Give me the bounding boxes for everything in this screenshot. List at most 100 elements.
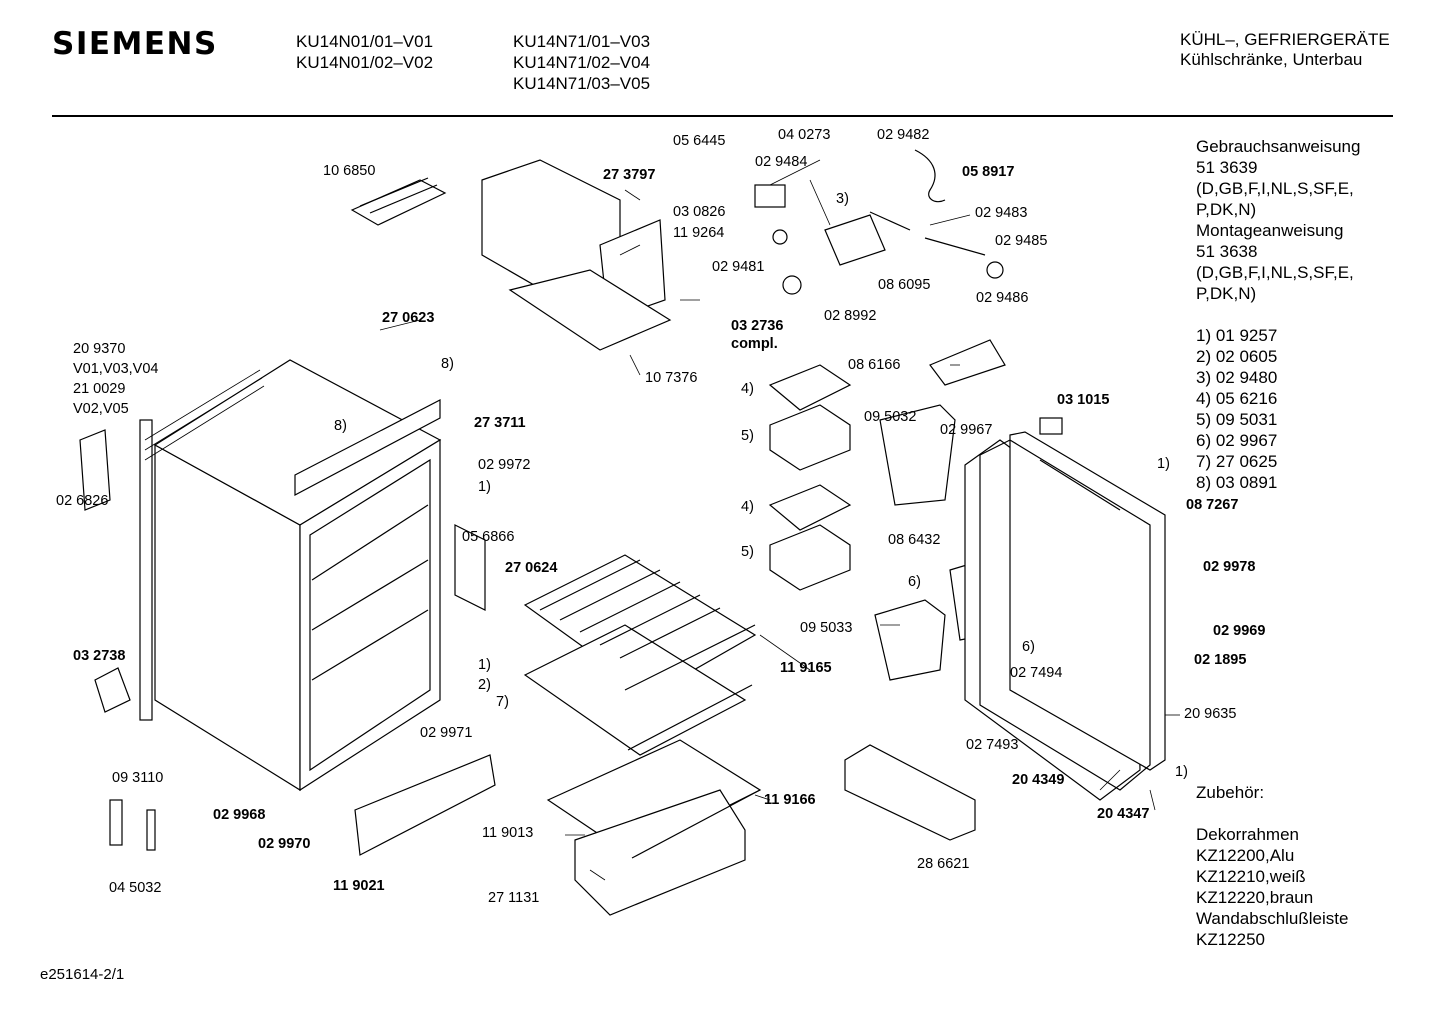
part-label: 04 0273 bbox=[778, 127, 831, 143]
part-label: 02 9486 bbox=[976, 290, 1029, 306]
doc-line: 51 3638 bbox=[1196, 242, 1258, 261]
part-label: 6) bbox=[1022, 639, 1035, 655]
brand-logo: SIEMENS bbox=[52, 26, 218, 62]
part-label: 02 9972 bbox=[478, 457, 531, 473]
doc-line: 51 3639 bbox=[1196, 158, 1258, 177]
part-label: 02 9978 bbox=[1203, 559, 1256, 575]
part-label: 05 8917 bbox=[962, 164, 1015, 180]
door-drawing bbox=[964, 431, 1166, 801]
model-number: KU14N71/03–V05 bbox=[513, 74, 651, 93]
part-label: 09 5033 bbox=[800, 620, 853, 636]
footnote: 3) 02 9480 bbox=[1196, 368, 1278, 387]
part-label: 03 2736 bbox=[731, 318, 784, 334]
part-label: 11 9021 bbox=[333, 878, 385, 894]
thermostat-drawing bbox=[754, 149, 1004, 295]
part-label: 27 0624 bbox=[505, 560, 558, 576]
doc-line: Gebrauchsanweisung bbox=[1196, 137, 1361, 156]
footnote: 6) 02 9967 bbox=[1196, 431, 1278, 450]
model-list-right: KU14N71/01–V03 KU14N71/02–V04 KU14N71/03… bbox=[513, 31, 650, 94]
accessory-line: Zubehör: bbox=[1196, 783, 1265, 802]
part-label: 03 2738 bbox=[73, 648, 126, 664]
part-label: 1) bbox=[478, 657, 491, 673]
part-label: 02 6826 bbox=[56, 493, 109, 509]
part-label: 02 9485 bbox=[995, 233, 1048, 249]
accessory-line bbox=[1196, 803, 1348, 824]
doc-line: P,DK,N) bbox=[1196, 200, 1257, 219]
part-label: 02 9969 bbox=[1213, 623, 1266, 639]
documentation-panel: Gebrauchsanweisung 51 3639 (D,GB,F,I,NL,… bbox=[1196, 136, 1360, 493]
model-number: KU14N71/01–V03 bbox=[513, 32, 651, 51]
part-label: 21 0029 bbox=[73, 381, 126, 397]
part-label: 8) bbox=[334, 418, 347, 434]
shelves-drawing bbox=[523, 554, 762, 916]
part-label: V02,V05 bbox=[73, 401, 129, 417]
model-number: KU14N71/02–V04 bbox=[513, 53, 651, 72]
part-label: 8) bbox=[441, 356, 454, 372]
part-label: 20 9370 bbox=[73, 341, 126, 357]
part-label: 20 4347 bbox=[1097, 806, 1150, 822]
part-label: 2) bbox=[478, 677, 491, 693]
doc-line: (D,GB,F,I,NL,S,SF,E, bbox=[1196, 179, 1354, 198]
accessory-line: KZ12220,braun bbox=[1196, 888, 1314, 907]
part-label: 02 1895 bbox=[1194, 652, 1247, 668]
category-subtitle: Kühlschränke, Unterbau bbox=[1180, 50, 1363, 69]
part-label: 27 0623 bbox=[382, 310, 435, 326]
accessory-line: Wandabschlußleiste bbox=[1196, 909, 1349, 928]
part-label: 02 9971 bbox=[420, 725, 473, 741]
part-label: 1) bbox=[1157, 456, 1170, 472]
part-label: 02 9967 bbox=[940, 422, 993, 438]
part-label: 02 9483 bbox=[975, 205, 1028, 221]
model-number: KU14N01/01–V01 bbox=[296, 32, 434, 51]
part-label: 27 1131 bbox=[488, 890, 540, 906]
part-label: 02 9482 bbox=[877, 127, 930, 143]
part-label: 09 5032 bbox=[864, 409, 917, 425]
part-label: V01,V03,V04 bbox=[73, 361, 159, 377]
part-label: 11 9165 bbox=[780, 660, 832, 676]
part-label: 04 5032 bbox=[109, 880, 162, 896]
freezer-compartment-drawing bbox=[481, 159, 672, 351]
part-label: 02 7493 bbox=[966, 737, 1019, 753]
part-label: 1) bbox=[1175, 764, 1188, 780]
category-title: KÜHL–, GEFRIERGERÄTE bbox=[1180, 30, 1390, 49]
part-label: 09 3110 bbox=[112, 770, 164, 786]
part-label: 08 6166 bbox=[848, 357, 901, 373]
header-divider bbox=[52, 115, 1393, 117]
part-label: 08 6432 bbox=[888, 532, 941, 548]
accessories-panel: Zubehör: Dekorrahmen KZ12200,Alu KZ12210… bbox=[1196, 782, 1348, 950]
part-label: 3) bbox=[836, 191, 849, 207]
bottom-parts-drawing bbox=[79, 429, 976, 856]
model-number: KU14N01/02–V02 bbox=[296, 53, 434, 72]
part-label: 02 9970 bbox=[258, 836, 311, 852]
footnote: 7) 27 0625 bbox=[1196, 452, 1278, 471]
drawing-code: e251614-2/1 bbox=[40, 966, 125, 983]
part-label: 05 6445 bbox=[673, 133, 726, 149]
doc-line: Montageanweisung bbox=[1196, 221, 1344, 240]
footnote: 8) 03 0891 bbox=[1196, 473, 1278, 492]
part-label: 02 8992 bbox=[824, 308, 877, 324]
ice-tray-drawing bbox=[350, 177, 447, 226]
part-label: 08 6095 bbox=[878, 277, 931, 293]
part-label: 11 9166 bbox=[764, 792, 816, 808]
model-list-left: KU14N01/01–V01 KU14N01/02–V02 bbox=[296, 31, 433, 73]
part-label: 5) bbox=[741, 544, 754, 560]
part-label: 27 3711 bbox=[474, 415, 526, 431]
part-label: 28 6621 bbox=[917, 856, 970, 872]
part-label: 10 6850 bbox=[323, 163, 376, 179]
part-label: 02 9968 bbox=[213, 807, 266, 823]
accessory-line: Dekorrahmen bbox=[1196, 825, 1299, 844]
part-label: 6) bbox=[908, 574, 921, 590]
part-label: 02 9484 bbox=[755, 154, 808, 170]
accessory-line: KZ12250 bbox=[1196, 930, 1265, 949]
leader-lines bbox=[379, 159, 1180, 881]
part-label: 20 9635 bbox=[1184, 706, 1237, 722]
doc-line bbox=[1196, 304, 1360, 325]
part-label: 4) bbox=[741, 381, 754, 397]
part-label: compl. bbox=[731, 336, 778, 352]
doc-line: P,DK,N) bbox=[1196, 284, 1257, 303]
part-label: 05 6866 bbox=[462, 529, 515, 545]
part-label: 11 9013 bbox=[482, 825, 534, 841]
part-label: 10 7376 bbox=[645, 370, 698, 386]
product-category: KÜHL–, GEFRIERGERÄTE Kühlschränke, Unter… bbox=[1180, 30, 1390, 70]
part-label: 20 4349 bbox=[1012, 772, 1065, 788]
